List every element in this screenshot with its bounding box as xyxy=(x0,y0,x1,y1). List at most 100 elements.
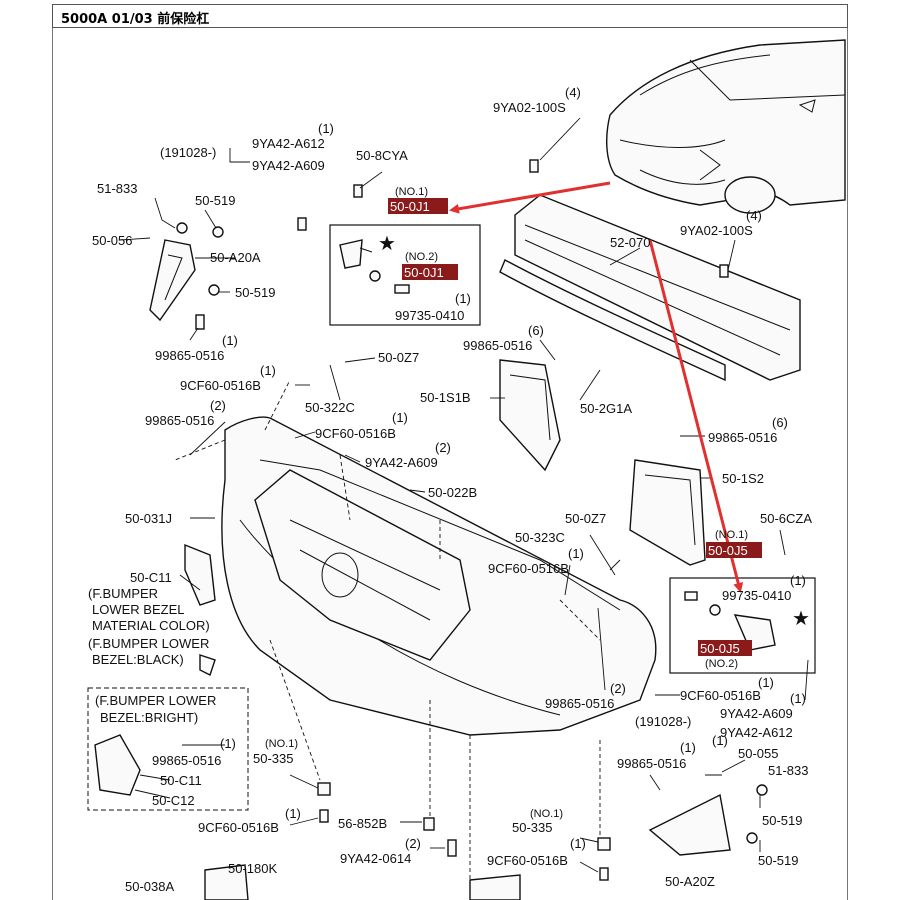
label-no2-b: (NO.2) xyxy=(705,658,738,670)
qty-9cf60-a: (1) xyxy=(260,363,276,378)
qty-99865-r: (6) xyxy=(772,415,788,430)
label-50-2g1a: 50-2G1A xyxy=(580,401,632,416)
label-99865-l2: 99865-0516 xyxy=(145,413,214,428)
note-bright-2: BEZEL:BRIGHT) xyxy=(100,710,198,725)
label-191028-b: (191028-) xyxy=(635,714,691,729)
label-50-322c: 50-322C xyxy=(305,400,355,415)
bolt-9ya02-right xyxy=(719,264,729,278)
qty-9ya02-r: (4) xyxy=(746,208,762,223)
qty-99865-l2: (2) xyxy=(210,398,226,413)
label-50-0z7-b: 50-0Z7 xyxy=(565,511,606,526)
clip-56-852b xyxy=(423,817,435,831)
label-50-519-l2: 50-519 xyxy=(235,285,275,300)
label-99735-b: 99735-0410 xyxy=(722,588,791,603)
arrow-to-upper-box xyxy=(449,181,611,214)
title-bar: 5000A 01/03 前保险杠 xyxy=(52,4,848,28)
qty-99865-m: (6) xyxy=(528,323,544,338)
qty-9ya42-a609-b: (2) xyxy=(435,440,451,455)
bolt-9cf60-e xyxy=(319,809,329,823)
label-99735-a: 99735-0410 xyxy=(395,308,464,323)
car-illustration xyxy=(606,39,846,214)
qty-99865-l1: (1) xyxy=(222,333,238,348)
label-50-0j5-b: 50-0J5 xyxy=(700,641,740,656)
qty-9ya42-0614: (2) xyxy=(405,836,421,851)
label-50-a20z: 50-A20Z xyxy=(665,874,715,889)
label-99865-b: 99865-0516 xyxy=(152,753,221,768)
bolt-9ya42-0614 xyxy=(447,839,457,857)
diagram-frame xyxy=(52,28,848,900)
label-no1-a: (NO.1) xyxy=(395,186,428,198)
clip-50-8cya xyxy=(353,184,363,198)
clip-50-519-r1 xyxy=(756,784,768,796)
label-50-519-r1: 50-519 xyxy=(762,813,802,828)
bracket-50-a20a xyxy=(149,222,224,330)
qty-99735-b: (1) xyxy=(790,573,806,588)
bright-bezel-50-c12 xyxy=(94,734,141,796)
label-50-180k: 50-180K xyxy=(228,861,277,876)
label-50-038a: 50-038A xyxy=(125,879,174,894)
label-9ya42-a609-c: 9YA42-A609 xyxy=(720,706,793,721)
label-50-1s1b: 50-1S1B xyxy=(420,390,471,405)
deflector-50-1s1b xyxy=(499,359,561,472)
note-bright-1: (F.BUMPER LOWER xyxy=(95,693,216,708)
qty-9cf60-e: (1) xyxy=(285,806,301,821)
qty-9ya42-a612: (1) xyxy=(318,121,334,136)
svg-text:★: ★ xyxy=(792,608,810,630)
label-no1-c: (NO.1) xyxy=(265,738,298,750)
label-50-031j: 50-031J xyxy=(125,511,172,526)
highlight-50-0j5-a xyxy=(706,542,762,558)
label-50-335-b: 50-335 xyxy=(512,820,552,835)
note-fb-5: BEZEL:BLACK) xyxy=(92,652,184,667)
qty-9cf60-b: (1) xyxy=(392,410,408,425)
label-50-a20a: 50-A20A xyxy=(210,250,261,265)
qty-99865-b: (1) xyxy=(220,736,236,751)
bolt-upper xyxy=(297,217,307,231)
clip-50-335-a xyxy=(317,782,331,796)
deflector-50-1s2 xyxy=(629,459,706,566)
part-labels: (4) 9YA02-100S (1) (191028-) 9YA42-A612 … xyxy=(88,85,812,894)
clip-50-335-b xyxy=(597,837,611,851)
label-50-0j5-a: 50-0J5 xyxy=(708,543,748,558)
note-fb-3: MATERIAL COLOR) xyxy=(92,618,210,633)
bolt-9cf60-f xyxy=(599,867,609,881)
qty-99735-a: (1) xyxy=(455,291,471,306)
lower-bezel-50-c11 xyxy=(184,543,216,606)
svg-text:★: ★ xyxy=(378,233,396,255)
note-fb-4: (F.BUMPER LOWER xyxy=(88,636,209,651)
label-50-519-r2: 50-519 xyxy=(758,853,798,868)
page-title: 5000A 01/03 前保险杠 xyxy=(61,12,210,27)
label-50-c11-b: 50-C11 xyxy=(160,773,202,788)
label-52-070: 52-070 xyxy=(610,235,650,250)
note-fb-2: LOWER BEZEL xyxy=(92,602,184,617)
label-9ya42-a609: 9YA42-A609 xyxy=(252,158,325,173)
lower-cover-50-038a xyxy=(469,874,521,900)
label-51-833-r: 51-833 xyxy=(768,763,808,778)
label-99865-d: 99865-0516 xyxy=(617,756,686,771)
detail-box-upper xyxy=(329,224,481,326)
label-9ya02-top: 9YA02-100S xyxy=(493,100,566,115)
qty-9ya42-a609-c: (1) xyxy=(790,691,806,706)
label-9cf60-f: 9CF60-0516B xyxy=(487,853,568,868)
label-99865-m: 99865-0516 xyxy=(463,338,532,353)
qty-9cf60-f: (1) xyxy=(570,836,586,851)
label-9cf60-d: 9CF60-0516B xyxy=(680,688,761,703)
note-fb-1: (F.BUMPER xyxy=(88,586,158,601)
label-9cf60-a: 9CF60-0516B xyxy=(180,378,261,393)
clip-50-519-r2 xyxy=(746,832,758,844)
label-no1-d: (NO.1) xyxy=(530,808,563,820)
label-99865-r: 99865-0516 xyxy=(708,430,777,445)
label-9ya42-a612: 9YA42-A612 xyxy=(252,136,325,151)
label-50-055: 50-055 xyxy=(738,746,778,761)
label-191028-a: (191028-) xyxy=(160,145,216,160)
grille-frame xyxy=(254,469,471,661)
label-99865-c: 99865-0516 xyxy=(545,696,614,711)
qty-9cf60-d: (1) xyxy=(758,675,774,690)
highlight-50-0j1-a xyxy=(388,198,448,214)
arrow-to-lower-box xyxy=(648,239,744,593)
reinforcement-52-070 xyxy=(499,194,801,382)
label-9ya02-r: 9YA02-100S xyxy=(680,223,753,238)
label-no1-b: (NO.1) xyxy=(715,529,748,541)
label-50-8cya: 50-8CYA xyxy=(356,148,408,163)
qty-9ya02-top: (4) xyxy=(565,85,581,100)
